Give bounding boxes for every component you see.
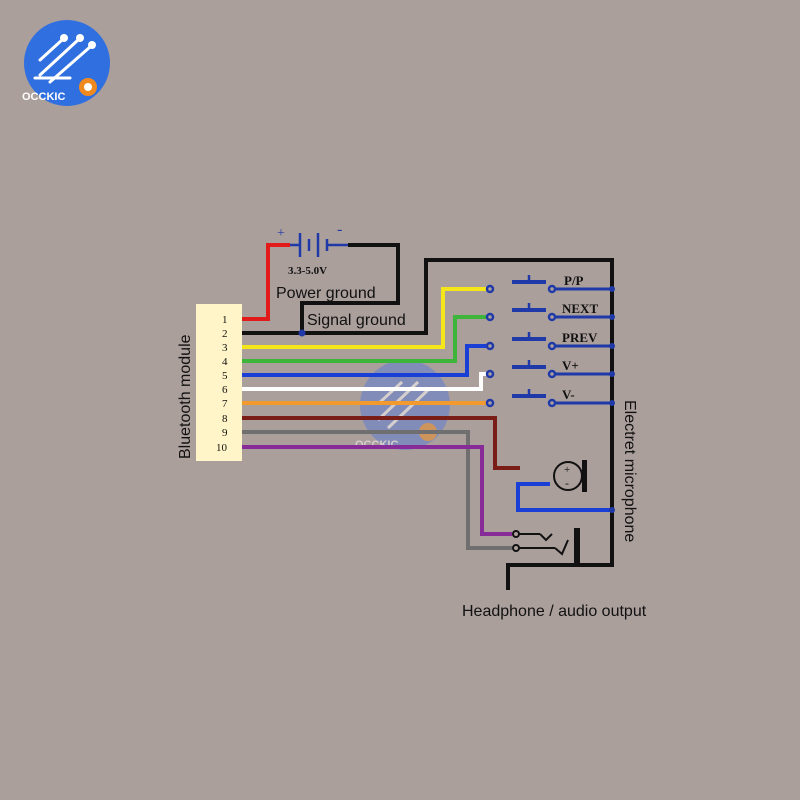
switch-next bbox=[485, 303, 557, 322]
headphone-output-label: Headphone / audio output bbox=[462, 603, 647, 620]
wire-pin9-gray bbox=[226, 430, 512, 550]
wire-pin10-purple bbox=[226, 445, 512, 536]
brand-logo: OCCKIC bbox=[22, 20, 110, 106]
switch-vminus bbox=[485, 389, 557, 408]
power-ground-label: Power ground bbox=[276, 285, 376, 302]
button-label-pp: P/P bbox=[564, 273, 584, 288]
pin-label: 8 bbox=[222, 413, 228, 425]
button-label-vplus: V+ bbox=[562, 358, 579, 373]
battery-symbol bbox=[290, 233, 348, 257]
microphone-symbol bbox=[553, 460, 587, 492]
pin-label: 5 bbox=[222, 370, 228, 382]
pin-label: 9 bbox=[222, 427, 228, 439]
wire-pin1-red bbox=[226, 243, 290, 321]
wire-pin3-yellow bbox=[226, 287, 486, 349]
junction-dot bbox=[298, 329, 306, 337]
switch-return-lines bbox=[556, 287, 612, 405]
button-label-prev: PREV bbox=[562, 330, 598, 345]
wire-pin4-green bbox=[226, 315, 486, 363]
battery-minus-label: - bbox=[337, 221, 342, 238]
pin-label: 6 bbox=[222, 384, 228, 396]
pin-label: 10 bbox=[216, 442, 228, 454]
wire-pin8-brown bbox=[226, 416, 520, 470]
electret-microphone-label: Electret microphone bbox=[621, 400, 638, 542]
signal-ground-label: Signal ground bbox=[307, 312, 406, 329]
battery-plus-label: + bbox=[277, 226, 285, 241]
mic-plus-label: + bbox=[564, 464, 570, 476]
pin-label: 2 bbox=[222, 328, 228, 340]
switch-prev bbox=[485, 332, 557, 351]
terminal-dots bbox=[609, 286, 615, 513]
wire-power-ground bbox=[300, 243, 400, 333]
logo-text: OCCKIC bbox=[22, 91, 65, 103]
pin-label: 7 bbox=[222, 398, 228, 410]
switch-pp bbox=[485, 275, 557, 294]
wire-pin5-blue bbox=[226, 344, 486, 377]
wire-mic-ground bbox=[516, 482, 612, 512]
switch-vplus bbox=[485, 360, 557, 379]
pin-label: 4 bbox=[222, 356, 228, 368]
button-label-next: NEXT bbox=[562, 301, 598, 316]
mic-minus-label: - bbox=[565, 476, 569, 490]
battery-voltage-label: 3.3-5.0V bbox=[288, 265, 327, 277]
headphone-jack-symbol bbox=[508, 528, 580, 566]
pin-label: 3 bbox=[222, 342, 228, 354]
button-label-vminus: V- bbox=[562, 387, 575, 402]
wire-pin6-white bbox=[226, 372, 486, 391]
bluetooth-module-label: Bluetooth module bbox=[177, 334, 194, 459]
pin-label: 1 bbox=[222, 314, 228, 326]
bluetooth-module bbox=[196, 304, 242, 461]
gear-icon bbox=[79, 78, 97, 96]
module-pin-labels: 1 2 3 4 5 6 7 8 9 10 bbox=[216, 314, 228, 454]
